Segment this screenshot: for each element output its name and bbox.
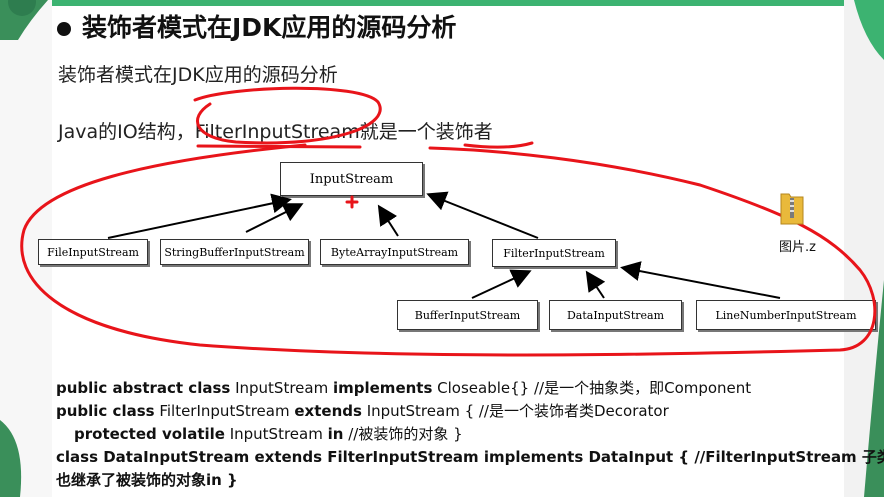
- io-highlight-class: FilterInputStream: [194, 121, 360, 143]
- uml-datainputstream: DataInputStream: [549, 300, 682, 330]
- code-keyword: public abstract class: [56, 379, 231, 397]
- code-line-3: protected volatile InputStream in //被装饰的…: [74, 423, 463, 444]
- uml-bytearrayinputstream: ByteArrayInputStream: [320, 239, 469, 265]
- uml-stringbufferinputstream: StringBufferInputStream: [160, 239, 309, 265]
- code-text: FilterInputStream: [154, 402, 295, 420]
- uml-inputstream: InputStream: [280, 162, 423, 196]
- code-keyword: public class: [56, 402, 155, 420]
- code-line-2: public class FilterInputStream extends I…: [56, 400, 669, 421]
- red-annotations: [20, 86, 877, 357]
- top-accent-strip: [0, 0, 884, 6]
- code-text: InputStream { //是一个装饰者类Decorator: [361, 402, 669, 420]
- slide-subtitle: 装饰者模式在JDK应用的源码分析: [58, 64, 338, 86]
- code-text: InputStream: [224, 425, 328, 443]
- slide-left-decoration: [0, 0, 52, 497]
- slide-title: 装饰者模式在JDK应用的源码分析: [82, 13, 457, 42]
- io-middle: 就是一个: [359, 121, 436, 143]
- slide-right-decoration: [844, 0, 884, 497]
- io-prefix: Java的IO结构，: [58, 121, 195, 143]
- uml-fileinputstream: FileInputStream: [38, 239, 148, 265]
- zip-folder-icon[interactable]: [779, 188, 805, 226]
- code-keyword: protected volatile: [74, 425, 225, 443]
- uml-bufferinputstream: BufferInputStream: [397, 300, 538, 330]
- code-text: //被装饰的对象 }: [343, 425, 463, 443]
- code-line-1: public abstract class InputStream implem…: [56, 377, 751, 398]
- code-text: InputStream: [230, 379, 333, 397]
- code-text: Closeable{} //是一个抽象类，即Component: [432, 379, 752, 397]
- inheritance-arrows: [107, 191, 781, 299]
- uml-filterinputstream: FilterInputStream: [492, 239, 616, 267]
- code-keyword: in: [327, 425, 344, 443]
- io-structure-sentence: Java的IO结构，FilterInputStream就是一个装饰者: [58, 117, 493, 144]
- title-bullet: [57, 22, 71, 36]
- zip-folder-label: 图片.z: [779, 240, 816, 255]
- code-line-4: class DataInputStream extends FilterInpu…: [56, 448, 884, 466]
- code-keyword: implements: [332, 379, 433, 397]
- io-emphasis: 装饰者: [435, 121, 493, 143]
- code-line-5: 也继承了被装饰的对象in }: [56, 471, 238, 489]
- uml-linenumberinputstream: LineNumberInputStream: [696, 300, 876, 330]
- code-keyword: extends: [294, 402, 362, 420]
